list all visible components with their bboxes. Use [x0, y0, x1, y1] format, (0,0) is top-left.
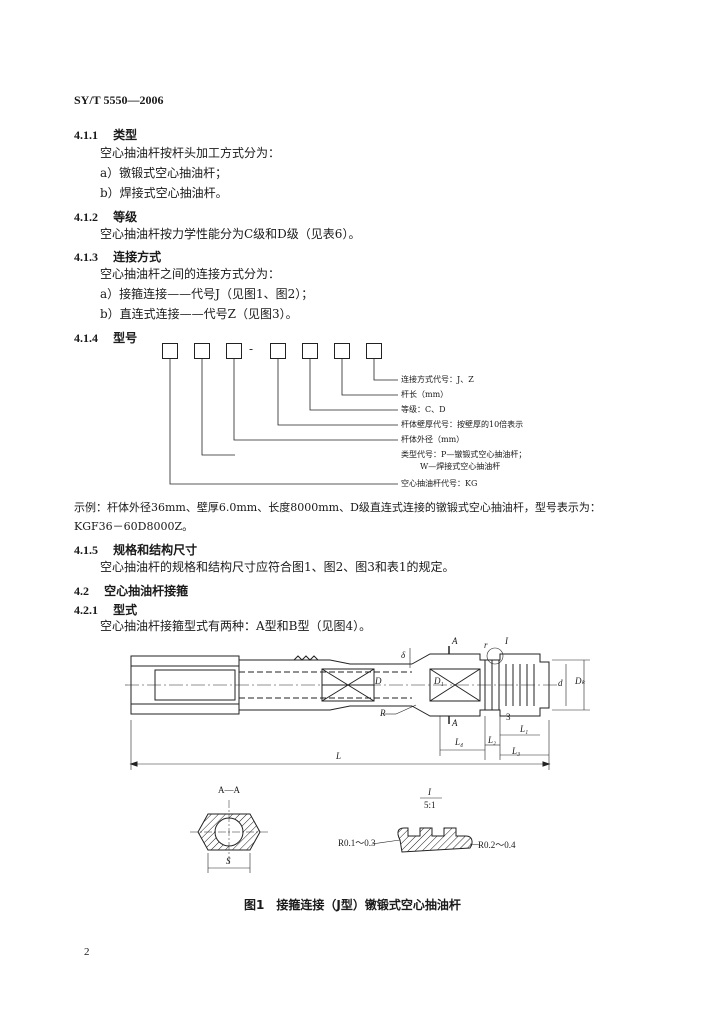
label-s: S — [226, 856, 231, 866]
label-l4: L₄ — [455, 737, 464, 747]
code-label: 类型代号：P—镦锻式空心抽油杆； — [401, 450, 527, 459]
code-label: 连接方式代号：J、Z — [401, 375, 474, 384]
section-4-1-4-heading: 4.1.4 型号 — [74, 327, 137, 346]
section-4-1-5-text: 空心抽油杆的规格和结构尺寸应符合图1、图2、图3和表1的规定。 — [100, 560, 455, 574]
section-title: 型式 — [113, 603, 138, 617]
figure-caption: 图1 接箍连接（J型）镦锻式空心抽油杆 — [244, 898, 461, 912]
section-4-2-1-heading: 4.2.1 型式 — [74, 599, 137, 618]
label-r-right: R0.2～0.4 — [478, 840, 516, 850]
section-4-1-3-intro: 空心抽油杆之间的连接方式分为： — [100, 267, 281, 281]
code-label: 杆体外径（mm） — [401, 435, 465, 444]
label-d1: D₁ — [434, 676, 444, 686]
label-three: 3 — [506, 712, 511, 722]
code-label: 等级：C、D — [401, 405, 446, 414]
section-4-2-heading: 4.2 空心抽油杆接箍 — [74, 580, 188, 599]
section-4-1-1-heading: 4.1.1 类型 — [74, 124, 137, 143]
label-l1: L₁ — [520, 724, 529, 734]
label-dk: Dₖ — [575, 676, 586, 686]
section-title: 类型 — [113, 128, 138, 142]
label-d-inner: d — [558, 678, 563, 688]
code-box — [162, 343, 178, 359]
section-number: 4.1.2 — [74, 210, 98, 224]
list-item-a: a）镦锻式空心抽油杆； — [100, 166, 228, 180]
section-4-1-1-intro: 空心抽油杆按杆头加工方式分为： — [100, 146, 281, 160]
section-number: 4.2.1 — [74, 603, 98, 617]
label-delta: δ — [401, 650, 406, 660]
code-box — [270, 343, 286, 359]
section-title: 规格和结构尺寸 — [113, 543, 198, 557]
code-box — [194, 343, 210, 359]
section-number: 4.2 — [74, 584, 89, 598]
detail-view-title: I — [428, 787, 431, 797]
section-title: 空心抽油杆接箍 — [104, 584, 189, 598]
code-box — [334, 343, 350, 359]
code-label: W—焊接式空心抽油杆 — [420, 462, 501, 471]
list-item-b: b）直连式连接——代号Z（见图3）。 — [100, 307, 298, 321]
section-4-1-2-text: 空心抽油杆按力学性能分为C级和D级（见表6）。 — [100, 227, 361, 241]
code-box — [366, 343, 382, 359]
section-number: 4.1.5 — [74, 543, 98, 557]
label-l2: L₂ — [488, 735, 497, 745]
code-dash: - — [249, 342, 254, 356]
detail-view-scale: 5:1 — [424, 800, 436, 810]
section-4-2-1-text: 空心抽油杆接箍型式有两种：A型和B型（见图4）。 — [100, 619, 372, 633]
section-view-title: A—A — [218, 785, 240, 795]
code-label: 空心抽油杆代号：KG — [401, 479, 478, 488]
label-r-fillet: R — [380, 708, 386, 718]
label-section-a-bottom: A — [452, 718, 458, 728]
label-d-outer: D — [375, 676, 382, 686]
label-r: r — [484, 640, 488, 650]
code-label: 杆体壁厚代号：按壁厚的10倍表示 — [401, 420, 524, 429]
label-detail-i: I — [505, 636, 508, 646]
label-r-left: R0.1～0.3 — [338, 838, 376, 848]
code-box — [302, 343, 318, 359]
section-title: 连接方式 — [113, 250, 162, 264]
code-box — [226, 343, 242, 359]
list-item-a: a）接箍连接——代号J（见图1、图2）； — [100, 287, 314, 301]
page-number: 2 — [84, 946, 90, 958]
label-section-a-top: A — [452, 636, 458, 646]
section-title: 等级 — [113, 210, 138, 224]
model-example-line2: KGF36－60D8000Z。 — [74, 520, 194, 533]
model-example-line1: 示例：杆体外径36mm、壁厚6.0mm、长度8000mm、D级直连式连接的镦锻式… — [74, 501, 601, 514]
standard-number: SY/T 5550—2006 — [74, 93, 164, 107]
section-title: 型号 — [113, 331, 138, 345]
section-4-1-3-heading: 4.1.3 连接方式 — [74, 246, 161, 265]
code-label: 杆长（mm） — [401, 390, 449, 399]
section-4-1-2-heading: 4.1.2 等级 — [74, 206, 137, 225]
section-number: 4.1.3 — [74, 250, 98, 264]
list-item-b: b）焊接式空心抽油杆。 — [100, 186, 228, 200]
section-number: 4.1.4 — [74, 331, 98, 345]
section-4-1-5-heading: 4.1.5 规格和结构尺寸 — [74, 539, 197, 558]
section-number: 4.1.1 — [74, 128, 98, 142]
label-l3: L₃ — [512, 746, 521, 756]
label-l: L — [336, 751, 342, 761]
